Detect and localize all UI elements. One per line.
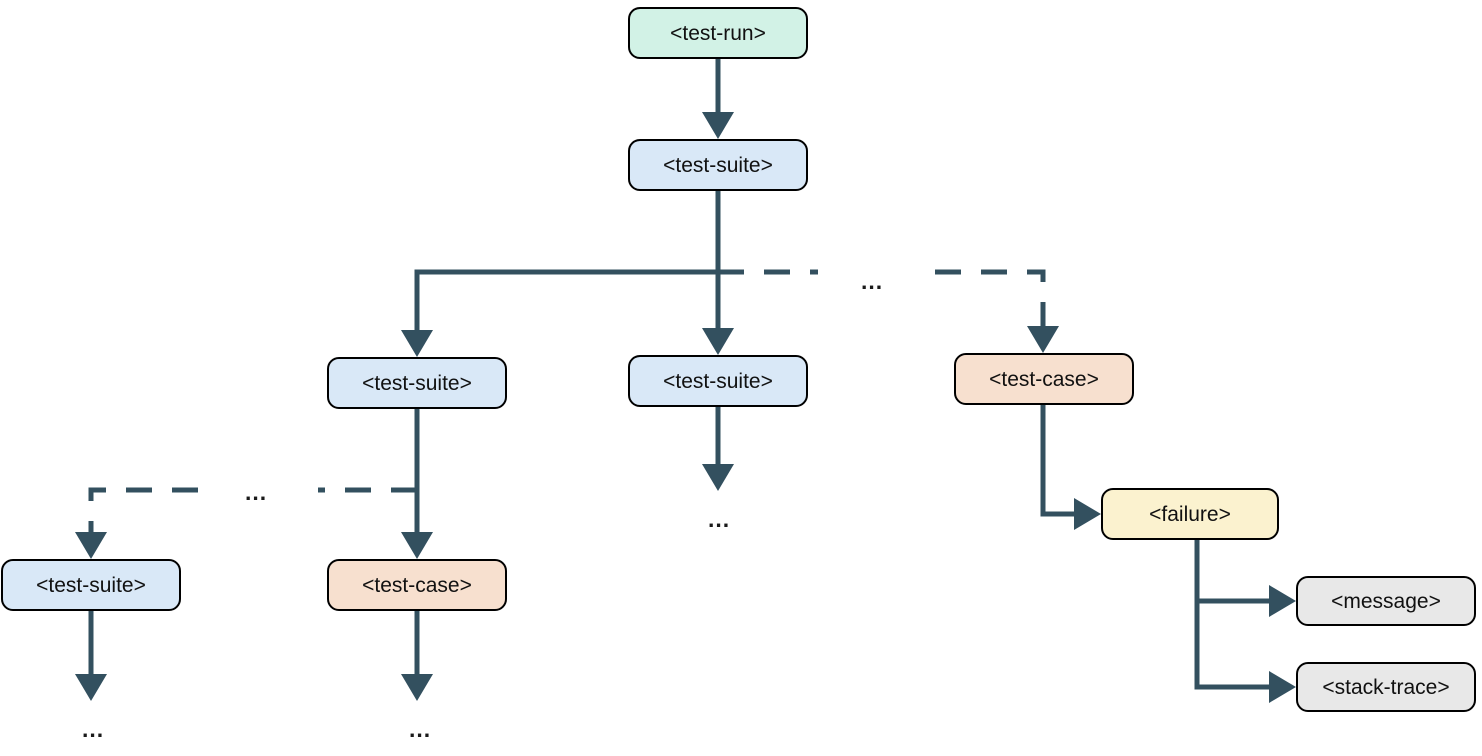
node-test-suite-l2-mid[interactable]: <test-suite> xyxy=(628,355,808,407)
node-message[interactable]: <message> xyxy=(1296,576,1476,626)
ellipsis-under-mid: ... xyxy=(708,506,731,532)
node-test-suite-l1[interactable]: <test-suite> xyxy=(628,139,808,191)
node-test-suite-l2-left[interactable]: <test-suite> xyxy=(327,357,507,409)
edge-failure-to-stack xyxy=(1194,540,1297,703)
node-test-run-root[interactable]: <test-run> xyxy=(628,7,808,59)
edge-suite-to-suite-left xyxy=(401,269,718,358)
ellipsis-branch-left: ... xyxy=(245,479,268,505)
ellipsis-under-left: ... xyxy=(82,716,105,742)
node-stack-trace[interactable]: <stack-trace> xyxy=(1296,662,1476,712)
edge-failure-to-message xyxy=(1194,540,1297,617)
node-test-case-l2-right[interactable]: <test-case> xyxy=(954,353,1134,405)
ellipsis-under-case: ... xyxy=(409,716,432,742)
node-test-suite-l3-left[interactable]: <test-suite> xyxy=(1,559,181,611)
node-test-case-l3-mid[interactable]: <test-case> xyxy=(327,559,507,611)
ellipsis-branch-top: ... xyxy=(861,268,884,294)
node-failure[interactable]: <failure> xyxy=(1101,488,1279,540)
edge-suite-to-suite-l3 xyxy=(75,487,198,560)
edge-case-to-failure xyxy=(1040,405,1102,530)
edge-suite-to-case-right xyxy=(935,269,1060,354)
